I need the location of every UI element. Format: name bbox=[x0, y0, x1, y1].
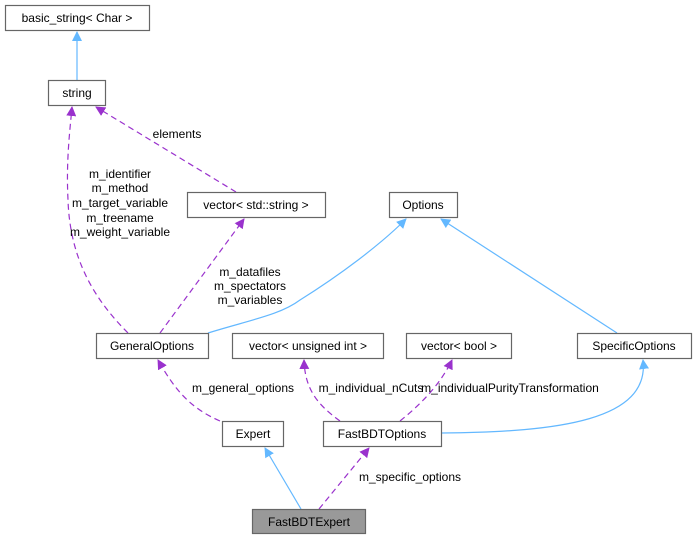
node-expert[interactable]: Expert bbox=[221, 420, 285, 448]
edge-label-member: m_datafiles bbox=[219, 265, 280, 279]
edge-fastbdtexpert-fastbdtoptions bbox=[318, 447, 370, 510]
edge-specificoptions-options bbox=[440, 218, 618, 334]
edge-fastbdtoptions-vectorbool bbox=[399, 359, 453, 422]
node-vector-unsigned-int[interactable]: vector< unsigned int > bbox=[231, 332, 385, 360]
edge-vectorstring-string bbox=[95, 106, 237, 193]
edge-label-specific-options: m_specific_options bbox=[359, 470, 461, 484]
node-label: vector< unsigned int > bbox=[249, 339, 367, 353]
edge-generaloptions-vectorstring bbox=[159, 218, 245, 334]
edge-label-member: m_method bbox=[92, 181, 149, 195]
edge-label-member: m_variables bbox=[218, 293, 283, 307]
edge-generaloptions-string bbox=[66, 106, 129, 334]
node-label: Expert bbox=[236, 427, 271, 441]
node-vector-bool[interactable]: vector< bool > bbox=[405, 332, 513, 360]
node-label: SpecificOptions bbox=[592, 339, 675, 353]
node-basic-string[interactable]: basic_string< Char > bbox=[4, 4, 151, 32]
edge-fastbdtexpert-expert bbox=[264, 447, 302, 510]
node-label: FastBDTOptions bbox=[338, 427, 426, 441]
node-string[interactable]: string bbox=[47, 79, 107, 107]
edge-label-general-options: m_general_options bbox=[192, 381, 294, 395]
edge-label-member: m_treename bbox=[86, 211, 154, 225]
node-vector-string[interactable]: vector< std::string > bbox=[186, 191, 327, 219]
edge-label-individual-purity: m_individualPurityTransformation bbox=[421, 381, 599, 395]
node-label: basic_string< Char > bbox=[22, 11, 133, 25]
edge-label-elements: elements bbox=[153, 127, 202, 141]
edge-label-member: m_spectators bbox=[214, 279, 286, 293]
edge-label-member: m_target_variable bbox=[72, 196, 168, 210]
edge-fastbdtoptions-specificoptions bbox=[441, 359, 649, 434]
edge-generaloptions-options bbox=[207, 218, 407, 334]
edge-label-member: m_weight_variable bbox=[70, 225, 170, 239]
node-label: GeneralOptions bbox=[110, 339, 194, 353]
edge-label-individual-ncuts: m_individual_nCuts bbox=[319, 381, 424, 395]
node-label: string bbox=[62, 86, 91, 100]
node-label: vector< bool > bbox=[421, 339, 497, 353]
edge-expert-generaloptions bbox=[157, 359, 221, 422]
node-label: vector< std::string > bbox=[203, 198, 308, 212]
node-fastbdt-options[interactable]: FastBDTOptions bbox=[322, 420, 443, 448]
node-label: Options bbox=[402, 198, 443, 212]
node-specific-options[interactable]: SpecificOptions bbox=[576, 332, 693, 360]
node-label: FastBDTExpert bbox=[268, 515, 351, 529]
node-general-options[interactable]: GeneralOptions bbox=[95, 332, 210, 360]
node-options[interactable]: Options bbox=[388, 191, 459, 219]
node-fastbdt-expert: FastBDTExpert bbox=[251, 508, 367, 535]
edge-label-member: m_identifier bbox=[89, 167, 151, 181]
